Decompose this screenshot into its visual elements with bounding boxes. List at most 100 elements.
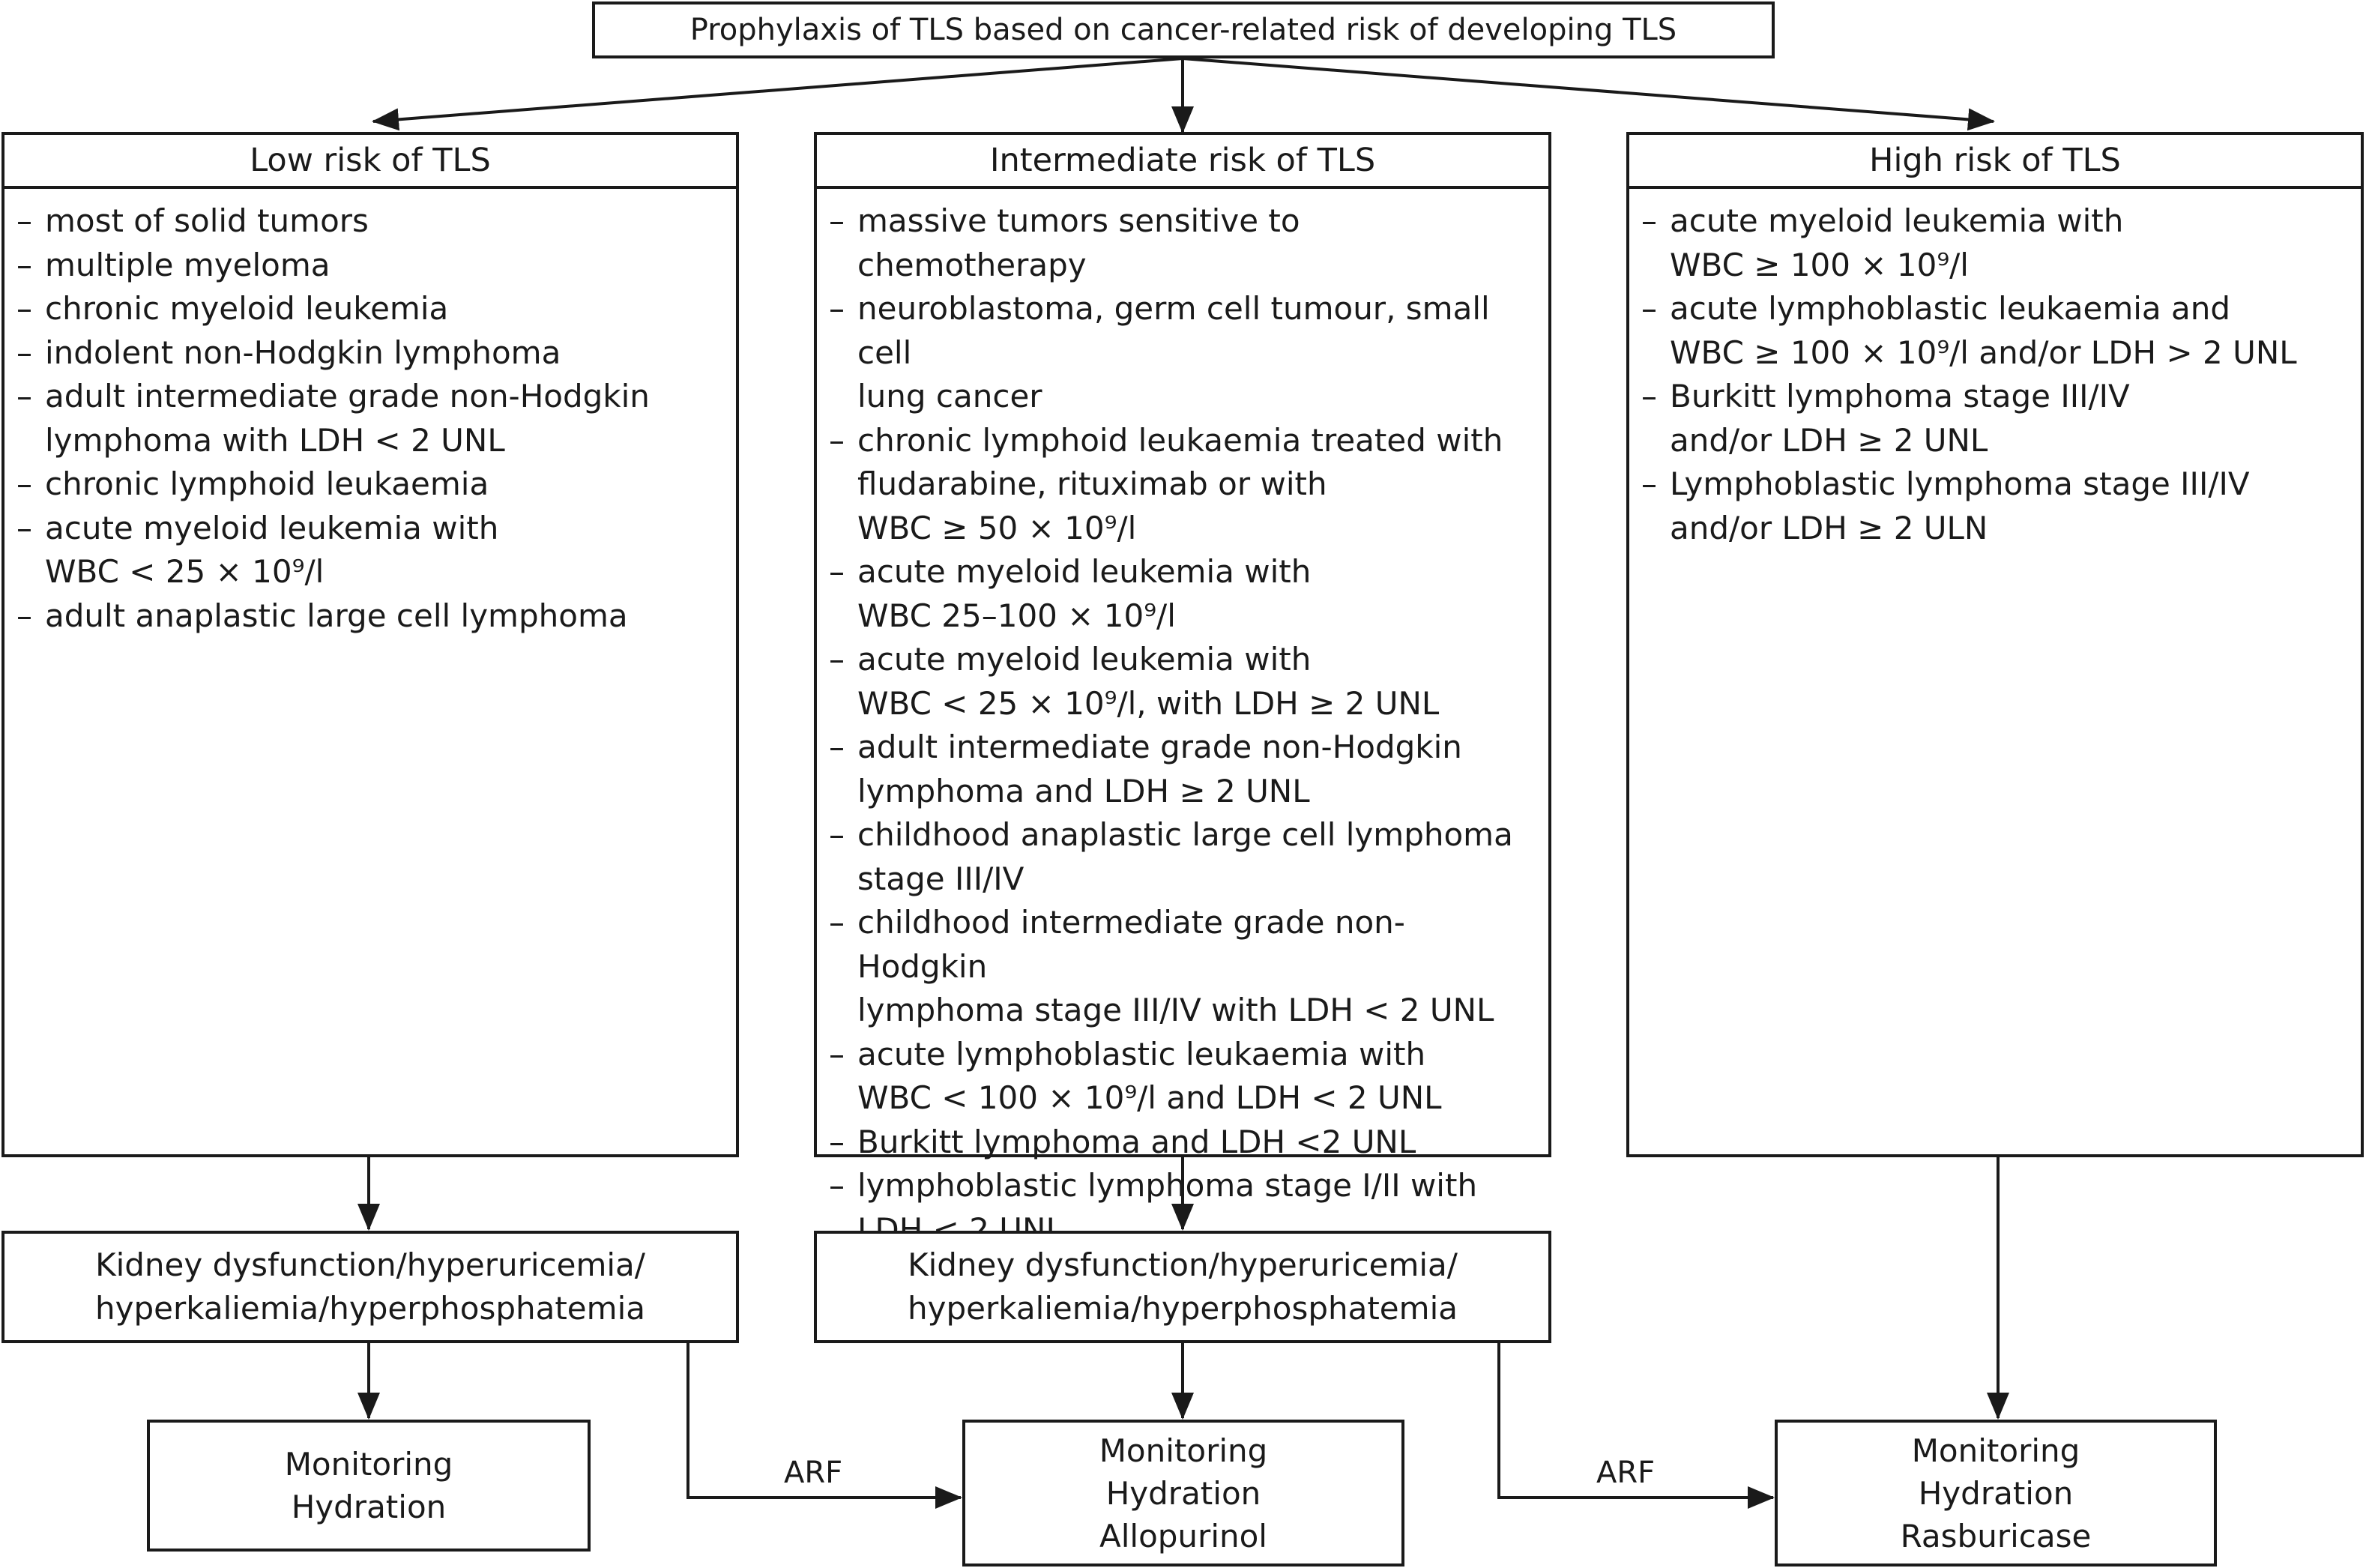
risk-item: –neuroblastoma, germ cell tumour, small … [829,287,1533,419]
bullet-dash: – [829,1035,845,1073]
low-risk-condition-box: Kidney dysfunction/hyperuricemia/ hyperk… [1,1231,739,1343]
risk-item-line: childhood anaplastic large cell lymphoma [857,816,1513,853]
diagram-title-box: Prophylaxis of TLS based on cancer-relat… [592,1,1775,58]
risk-item-line: Lymphoblastic lymphoma stage III/IV [1670,465,2250,502]
risk-item-line: adult intermediate grade non-Hodgkin [857,729,1462,765]
arrow-arf-to-rasburicase [1497,1343,1775,1509]
risk-item-line: and/or LDH ≥ 2 ULN [1670,509,1988,546]
risk-item-line: lymphoma with LDH < 2 UNL [45,421,505,459]
bullet-dash: – [16,378,32,414]
risk-item-line: acute myeloid leukemia with [857,553,1312,590]
risk-item-line: indolent non-Hodgkin lymphoma [45,334,561,371]
bullet-dash: – [829,641,845,678]
bullet-dash: – [16,334,32,371]
bullet-dash: – [16,202,32,239]
risk-item-line: lymphoma and LDH ≥ 2 UNL [857,772,1310,809]
risk-item: –adult anaplastic large cell lymphoma [16,594,721,639]
intermediate-risk-heading: Intermediate risk of TLS [817,135,1548,189]
risk-item-line: acute myeloid leukemia with [45,509,499,546]
risk-item-line: neuroblastoma, germ cell tumour, small c… [857,290,1490,371]
diagram-title: Prophylaxis of TLS based on cancer-relat… [689,13,1677,47]
bullet-dash: – [16,509,32,546]
risk-item-line: chronic lymphoid leukaemia treated with [857,421,1503,459]
bullet-dash: – [829,290,845,327]
risk-item: –adult intermediate grade non-Hodgkin lym… [829,726,1533,813]
bullet-dash: – [829,553,845,590]
risk-item-line: stage III/IV [857,860,1024,897]
action-line: Monitoring [284,1446,453,1483]
risk-item-line: WBC < 25 × 10⁹/l [45,553,325,590]
intermediate-risk-box: Intermediate risk of TLS –massive tumors… [814,132,1551,1248]
risk-item: –adult intermediate grade non-Hodgkin lym… [16,375,721,462]
intermediate-risk-condition-box: Kidney dysfunction/hyperuricemia/ hyperk… [814,1231,1551,1343]
bullet-dash: – [1641,378,1657,414]
risk-item-line: lymphoblastic lymphoma stage I/II with [857,1167,1478,1204]
risk-item-line: Burkitt lymphoma stage III/IV [1670,378,2130,414]
risk-item-line: chronic myeloid leukemia [45,290,449,327]
risk-item: –chronic lymphoid leukaemia treated with… [829,419,1533,551]
risk-item: –Burkitt lymphoma and LDH <2 UNL [829,1121,1533,1165]
risk-item: –childhood anaplastic large cell lymphom… [829,813,1533,901]
action-line: Monitoring [1911,1432,2080,1469]
bullet-dash: – [1641,290,1657,327]
risk-item-line: WBC ≥ 100 × 10⁹/l [1670,246,1969,283]
risk-item: –multiple myeloma [16,244,721,288]
risk-item-line: multiple myeloma [45,246,331,283]
low-risk-heading: Low risk of TLS [4,135,736,189]
risk-item-line: chronic lymphoid leukaemia [45,465,489,502]
risk-item: –Lymphoblastic lymphoma stage III/IV and/… [1641,462,2346,550]
action-line: Hydration [1105,1474,1261,1512]
action-line: Hydration [291,1489,447,1525]
low-risk-list: –most of solid tumors–multiple myeloma–c… [4,189,736,638]
risk-item-line: WBC ≥ 50 × 10⁹/l [857,509,1137,546]
bullet-dash: – [1641,202,1657,239]
risk-item-line: lymphoma stage III/IV with LDH < 2 UNL [857,992,1494,1028]
bullet-dash: – [1641,465,1657,502]
risk-item-line: WBC < 100 × 10⁹/l and LDH < 2 UNL [857,1079,1442,1116]
risk-item-line: acute myeloid leukemia with [857,641,1312,678]
bullet-dash: – [16,465,32,502]
condition-line: hyperkaliemia/hyperphosphatemia [908,1290,1458,1327]
risk-item: –chronic myeloid leukemia [16,287,721,331]
risk-item-line: most of solid tumors [45,202,369,239]
bullet-dash: – [829,729,845,765]
risk-item-line: acute lymphoblastic leukaemia with [857,1035,1426,1073]
risk-item-line: WBC < 25 × 10⁹/l, with LDH ≥ 2 UNL [857,684,1440,722]
risk-item-line: massive tumors sensitive to chemotherapy [857,202,1300,283]
risk-item-line: Burkitt lymphoma and LDH <2 UNL [857,1123,1416,1160]
action-line: Rasburicase [1900,1517,2092,1555]
risk-item: –indolent non-Hodgkin lymphoma [16,331,721,376]
risk-item-line: adult intermediate grade non-Hodgkin [45,378,650,414]
bullet-dash: – [16,597,32,634]
arf-label-1: ARF [784,1456,843,1490]
intermediate-risk-list: –massive tumors sensitive to chemotherap… [817,189,1548,1252]
risk-item: –chronic lymphoid leukaemia [16,462,721,507]
risk-item: –childhood intermediate grade non-Hodgki… [829,901,1533,1033]
bullet-dash: – [829,202,845,239]
bullet-dash: – [16,290,32,327]
bullet-dash: – [829,421,845,459]
monitoring-hydration-box: Monitoring Hydration [147,1420,591,1552]
high-risk-box: High risk of TLS –acute myeloid leukemia… [1626,132,2364,1157]
bullet-dash: – [16,246,32,283]
risk-item-line: WBC ≥ 100 × 10⁹/l and/or LDH > 2 UNL [1670,334,2297,371]
condition-line: Kidney dysfunction/hyperuricemia/ [908,1246,1458,1283]
risk-item-line: fludarabine, rituximab or with [857,465,1327,502]
action-line: Monitoring [1099,1432,1268,1469]
risk-item-line: WBC 25–100 × 10⁹/l [857,597,1176,634]
risk-item: –most of solid tumors [16,199,721,244]
bullet-dash: – [829,1167,845,1204]
condition-line: hyperkaliemia/hyperphosphatemia [95,1290,645,1327]
monitoring-hydration-rasburicase-box: Monitoring Hydration Rasburicase [1775,1420,2217,1567]
low-risk-box: Low risk of TLS –most of solid tumors–mu… [1,132,739,1157]
arrow-arf-to-allopurinol [686,1343,962,1509]
risk-item-line: adult anaplastic large cell lymphoma [45,597,628,634]
